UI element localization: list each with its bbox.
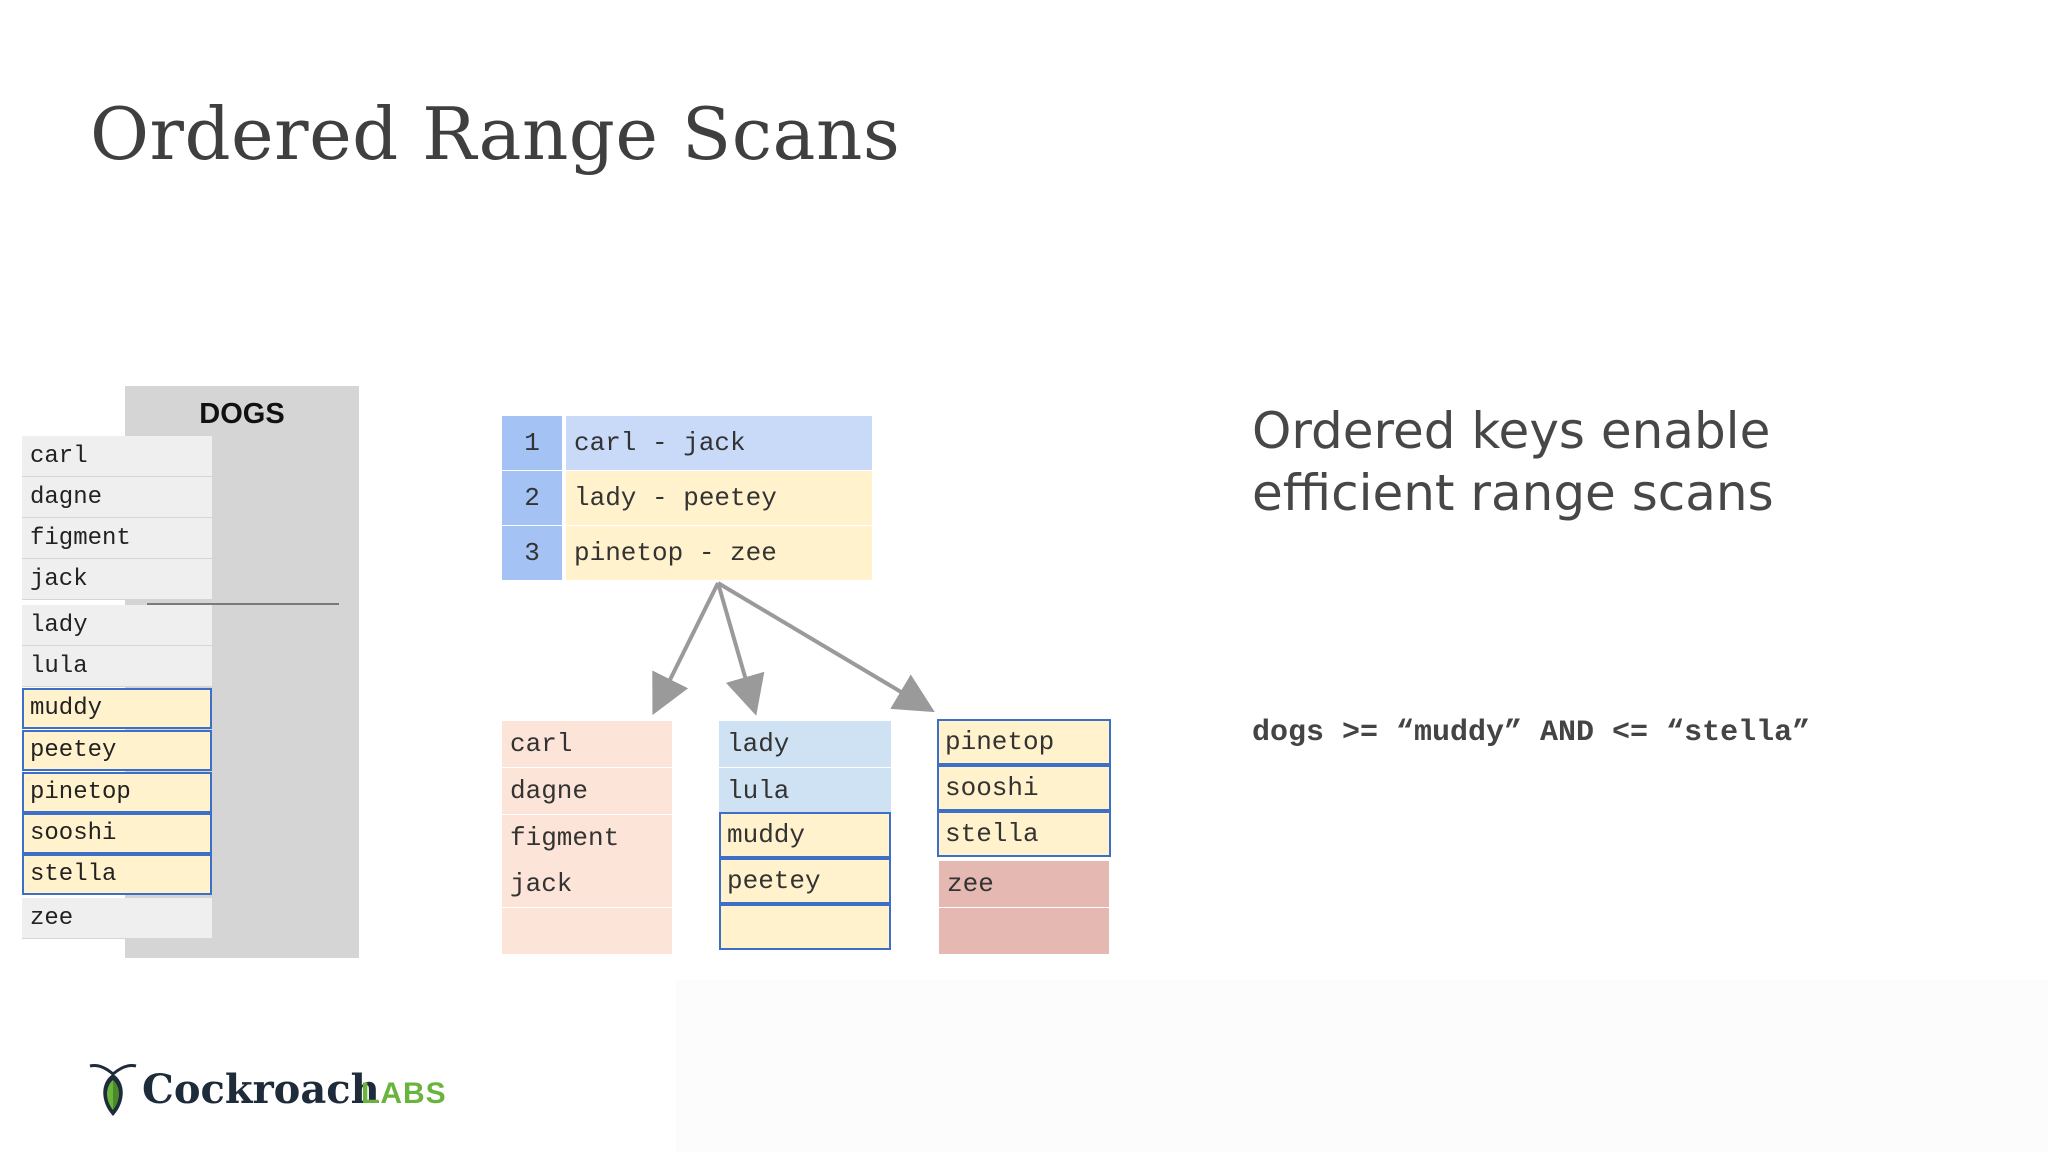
range2-row: lula	[719, 768, 891, 814]
range1-row: dagne	[502, 768, 672, 814]
range3-row-highlighted: pinetop	[937, 719, 1111, 765]
range-split-divider	[147, 603, 339, 605]
dogs-row: lula	[22, 646, 212, 687]
background-fade	[676, 980, 2048, 1152]
range-id-cell: 2	[502, 471, 562, 525]
dogs-row: jack	[22, 559, 212, 600]
range1-row	[502, 908, 672, 954]
arrow-to-range-3	[716, 581, 935, 713]
range1-row: jack	[502, 861, 672, 907]
dogs-row-highlighted: muddy	[22, 688, 212, 729]
description-line-1: Ordered keys enable	[1252, 402, 1771, 460]
range-id-cell: 1	[502, 416, 562, 470]
range1-row: carl	[502, 721, 672, 767]
slide-title: Ordered Range Scans	[90, 92, 901, 176]
logo-wordmark: Cockroach	[142, 1066, 380, 1113]
dogs-row: figment	[22, 518, 212, 559]
range2-row-highlighted	[719, 904, 891, 950]
dogs-row: carl	[22, 436, 212, 477]
range2-row-highlighted: muddy	[719, 812, 891, 858]
query-expression: dogs >= “muddy” AND <= “stella”	[1252, 716, 1811, 750]
description: Ordered keys enable efficient range scan…	[1252, 400, 1774, 524]
arrow-to-range-1	[652, 582, 720, 716]
range2-row: lady	[719, 721, 891, 767]
logo-labs: LABS	[361, 1077, 447, 1110]
dogs-row-highlighted: sooshi	[22, 813, 212, 854]
range-id-cell: 3	[502, 526, 562, 580]
range-span-cell: lady - peetey	[566, 471, 872, 525]
range3-row: zee	[939, 861, 1109, 907]
range-span-cell: carl - jack	[566, 416, 872, 470]
dogs-row-highlighted: peetey	[22, 730, 212, 771]
range1-row: figment	[502, 815, 672, 861]
range-span-cell: pinetop - zee	[566, 526, 872, 580]
dogs-row-highlighted: pinetop	[22, 772, 212, 813]
range3-row-highlighted: stella	[937, 811, 1111, 857]
dogs-row: dagne	[22, 477, 212, 518]
dogs-row-highlighted: stella	[22, 854, 212, 895]
dogs-row: lady	[22, 605, 212, 646]
description-line-2: efficient range scans	[1252, 464, 1774, 522]
range2-row-highlighted: peetey	[719, 858, 891, 904]
range3-row-highlighted: sooshi	[937, 765, 1111, 811]
dogs-table-header: DOGS	[199, 398, 285, 430]
cockroach-logo-icon	[89, 1064, 137, 1116]
range3-row	[939, 908, 1109, 954]
arrow-to-range-2	[716, 582, 765, 716]
dogs-row: zee	[22, 898, 212, 939]
